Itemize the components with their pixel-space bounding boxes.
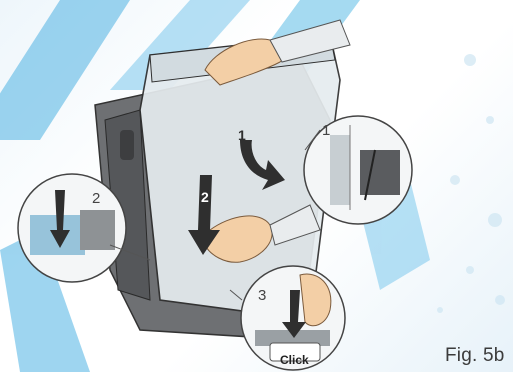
inset-detail-1	[304, 116, 412, 224]
droplets-texture	[437, 54, 505, 313]
arrow-2-number: 2	[201, 189, 209, 205]
arrow-1-number: 1	[238, 127, 246, 143]
inset-3-number: 3	[258, 287, 266, 304]
inset-detail-2	[18, 174, 126, 282]
figure-caption: Fig. 5b	[445, 345, 505, 367]
click-label: Click	[280, 353, 309, 367]
inset-1-number: 1	[322, 122, 330, 139]
inset-2-number: 2	[92, 190, 100, 207]
